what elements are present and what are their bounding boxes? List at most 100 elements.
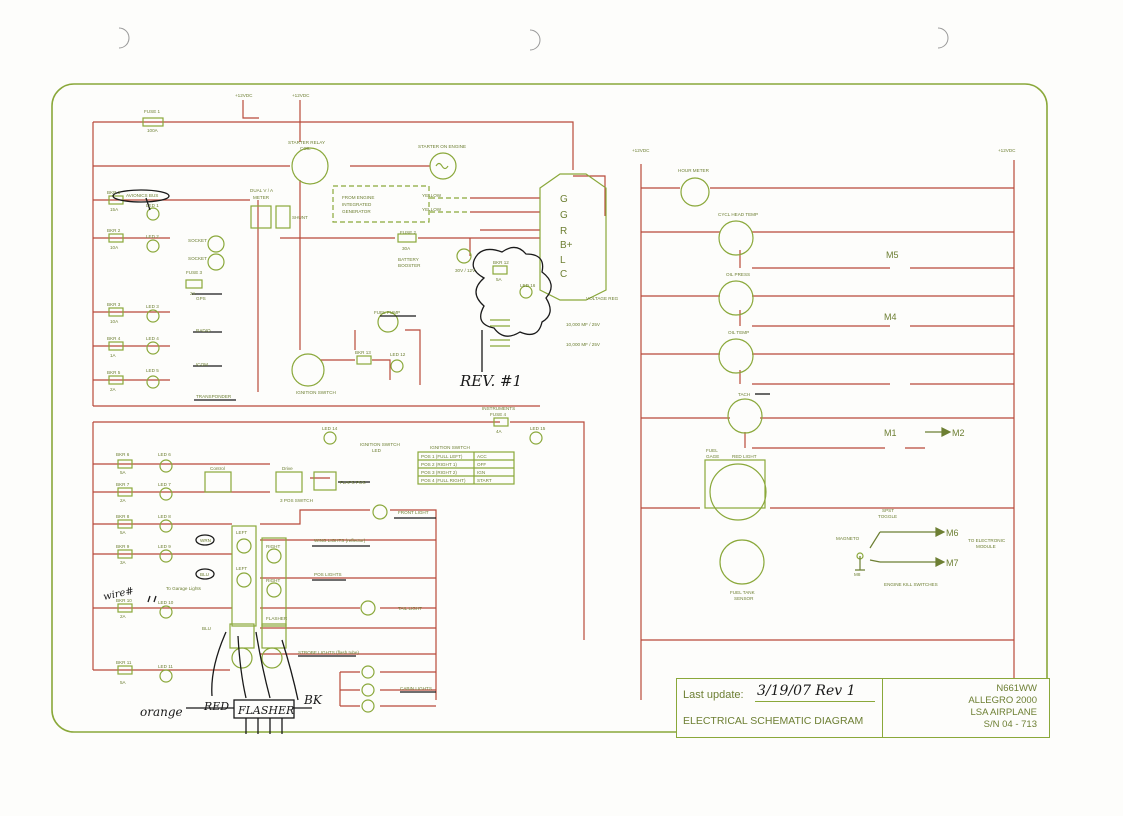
label-coil: COIL — [300, 146, 311, 151]
breaker-6 — [117, 459, 133, 469]
label-right-2: RIGHT — [266, 578, 280, 583]
label-socket-1: SOCKET — [188, 238, 207, 243]
labels: +12VDC +12VDC +12VDC +12VDC FUSE 1 100A … — [107, 93, 1016, 691]
label-led6: LED 6 — [158, 452, 171, 457]
label-toggle: TOGGLE — [878, 514, 897, 519]
led-2 — [146, 239, 160, 253]
label-from-engine: FROM ENGINE — [342, 195, 374, 200]
last-update-value: 3/19/07 Rev 1 — [757, 683, 856, 699]
label-bkr2-rating: 10A — [110, 245, 119, 250]
pos-light-right — [266, 582, 282, 598]
led-14 — [323, 431, 337, 445]
label-led11: LED 11 — [158, 664, 173, 669]
led-8 — [159, 519, 173, 533]
label-ign-pos4-state: START — [477, 478, 492, 483]
label-m7: M7 — [946, 558, 959, 568]
term-g2: G — [560, 210, 568, 221]
serial-number: S/N 04 - 713 — [983, 719, 1037, 730]
label-yellow-1: YELLOW — [422, 193, 442, 198]
label-bkr11-rating: 5A — [120, 680, 127, 685]
label-bkr10: BKR 10 — [116, 598, 132, 603]
aircraft-registration: N661WW — [996, 683, 1037, 694]
fuel-gage-frame — [704, 459, 766, 509]
led-16 — [519, 285, 533, 299]
label-led14: LED 14 — [322, 426, 338, 431]
handwritten-annotations — [112, 189, 770, 734]
breaker-4 — [108, 341, 124, 351]
label-ign-pos3: POS 3 (RIGHT 2) — [421, 470, 457, 475]
aircraft-category: LSA AIRPLANE — [970, 707, 1037, 718]
term-r: R — [560, 226, 567, 237]
label-led16: LED 16 — [520, 283, 536, 288]
label-ign-table-title: IGNITION SWITCH — [430, 445, 470, 450]
label-generator: GENERATOR — [342, 209, 371, 214]
label-tail-light: TAIL LIGHT — [398, 606, 422, 611]
last-update-underline — [755, 701, 875, 702]
breaker-13 — [356, 355, 372, 365]
wrn-circle — [195, 534, 215, 546]
label-led12: LED 12 — [390, 352, 406, 357]
label-bkr9-rating: 3A — [120, 560, 127, 565]
label-bkr5: BKR 5 — [107, 370, 121, 375]
components — [108, 117, 864, 713]
label-fuse4-rating: 4A — [496, 429, 503, 434]
kill-switches — [855, 427, 952, 571]
led-11 — [159, 669, 173, 683]
label-sensor: SENSOR — [734, 596, 754, 601]
light-switch-stack-left — [231, 525, 257, 627]
hour-meter — [680, 177, 710, 207]
label-hour-meter: HOUR METER — [678, 168, 710, 173]
label-transponder: TRANSPONDER — [196, 394, 232, 399]
socket-1 — [207, 235, 225, 253]
fuse-4 — [493, 417, 509, 427]
oil-temp-gauge — [718, 338, 754, 374]
label-ign-switch-led: IGNITION SWITCH — [360, 442, 400, 447]
breaker-3 — [108, 307, 124, 317]
label-led2: LED 2 — [146, 234, 159, 239]
fuse-3 — [185, 279, 203, 289]
label-drive: Drive — [282, 466, 293, 471]
label-right-1: RIGHT — [266, 544, 280, 549]
label-left-2: LEFT — [236, 566, 247, 571]
label-led4: LED 4 — [146, 336, 159, 341]
wiring — [92, 100, 1015, 707]
label-gps: GPS — [196, 296, 206, 301]
engine-generator-box — [332, 185, 430, 223]
label-engine-kill: ENGINE KILL SWITCHES — [884, 582, 938, 587]
led-1 — [146, 207, 160, 221]
breaker-5 — [108, 375, 124, 385]
schematic-title: ELECTRICAL SCHEMATIC DIAGRAM — [683, 715, 864, 727]
starter-motor — [429, 152, 457, 180]
hand-red: RED — [203, 700, 229, 713]
cabin-light-2 — [361, 683, 375, 697]
hand-orange: orange — [140, 705, 183, 719]
breaker-9 — [117, 549, 133, 559]
punch-hole — [937, 27, 949, 49]
label-led7: LED 7 — [158, 482, 171, 487]
label-battery: BATTERY — [398, 257, 419, 262]
label-ign-pos4: POS 4 (FULL RIGHT) — [421, 478, 466, 483]
label-batt-12v: 30V / 12V — [455, 268, 476, 273]
label-wrn: WRN — [200, 538, 211, 543]
label-led1: LED 1 — [146, 203, 159, 208]
strobe-right — [261, 647, 283, 669]
label-dual-meter: DUAL V / A — [250, 188, 274, 193]
label-bkr12-rating: 5A — [496, 277, 503, 282]
title-block: Last update: 3/19/07 Rev 1 ELECTRICAL SC… — [676, 678, 1050, 738]
last-update-label: Last update: — [683, 689, 744, 701]
label-led10: LED 10 — [158, 600, 174, 605]
flap-drive-switch — [275, 471, 303, 493]
label-bkr1: BKR 1 — [107, 190, 121, 195]
label-m6: M6 — [946, 528, 959, 538]
breaker-8 — [117, 519, 133, 529]
title-block-left: Last update: 3/19/07 Rev 1 ELECTRICAL SC… — [677, 679, 883, 737]
label-fuse2: FUSE 2 — [400, 230, 417, 235]
cabin-light-1 — [361, 665, 375, 679]
label-m8: M8 — [854, 572, 861, 577]
avionics-bus-circle — [112, 189, 170, 203]
fuse-1 — [142, 117, 164, 127]
led-6 — [159, 459, 173, 473]
breaker-12 — [492, 265, 508, 275]
